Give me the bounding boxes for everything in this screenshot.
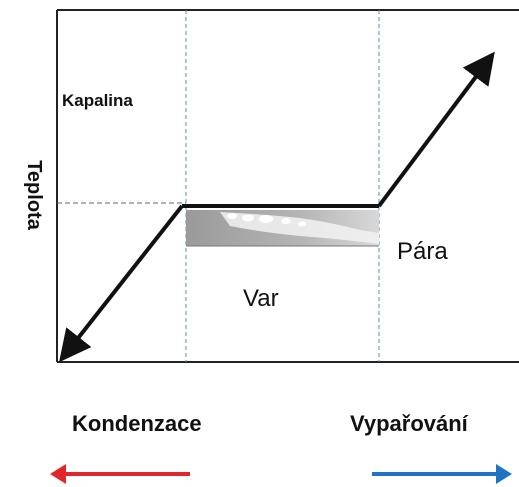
bubble	[298, 221, 306, 227]
liquid-label: Kapalina	[62, 91, 133, 110]
condensation-label: Kondenzace	[72, 411, 202, 436]
evaporation-arrow-head-icon	[496, 464, 512, 484]
y-axis-label: Teplota	[23, 160, 45, 231]
condensation-arrow-head-icon	[50, 464, 66, 484]
vapor-segment-arrow	[377, 51, 495, 208]
bubble	[227, 213, 237, 219]
evaporation-arrow	[372, 464, 512, 484]
boiling-label: Var	[243, 285, 279, 312]
boiling-region	[186, 210, 379, 247]
heating-curve	[59, 51, 495, 363]
plot-frame	[56, 9, 519, 363]
condensation-arrow	[50, 464, 190, 484]
bubble	[242, 214, 254, 222]
vapor-label: Pára	[397, 238, 448, 265]
liquid-segment-arrow	[59, 204, 184, 363]
bubble	[259, 215, 273, 223]
evaporation-label: Vypařování	[350, 411, 469, 436]
bubble	[281, 218, 291, 224]
